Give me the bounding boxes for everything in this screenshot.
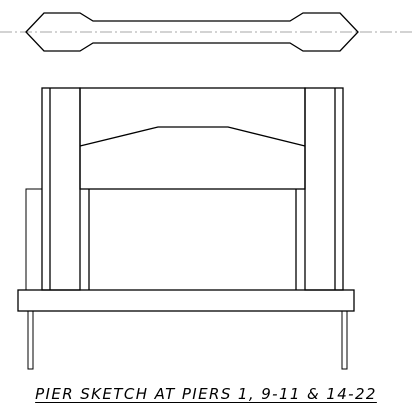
drawing-caption-text: PIER SKETCH AT PIERS 1, 9-11 & 14-22 <box>35 385 377 403</box>
right-column <box>304 87 344 291</box>
pier-cap-beam <box>79 87 306 190</box>
left-pile <box>27 310 34 370</box>
right-pile <box>341 310 348 370</box>
plan-pier-cap-outline <box>25 12 359 52</box>
pier-cap-top-profile <box>79 126 306 147</box>
left-wing-element <box>25 188 42 290</box>
drawing-caption: PIER SKETCH AT PIERS 1, 9-11 & 14-22 <box>0 385 412 403</box>
left-column <box>41 87 81 291</box>
footing <box>17 289 355 312</box>
